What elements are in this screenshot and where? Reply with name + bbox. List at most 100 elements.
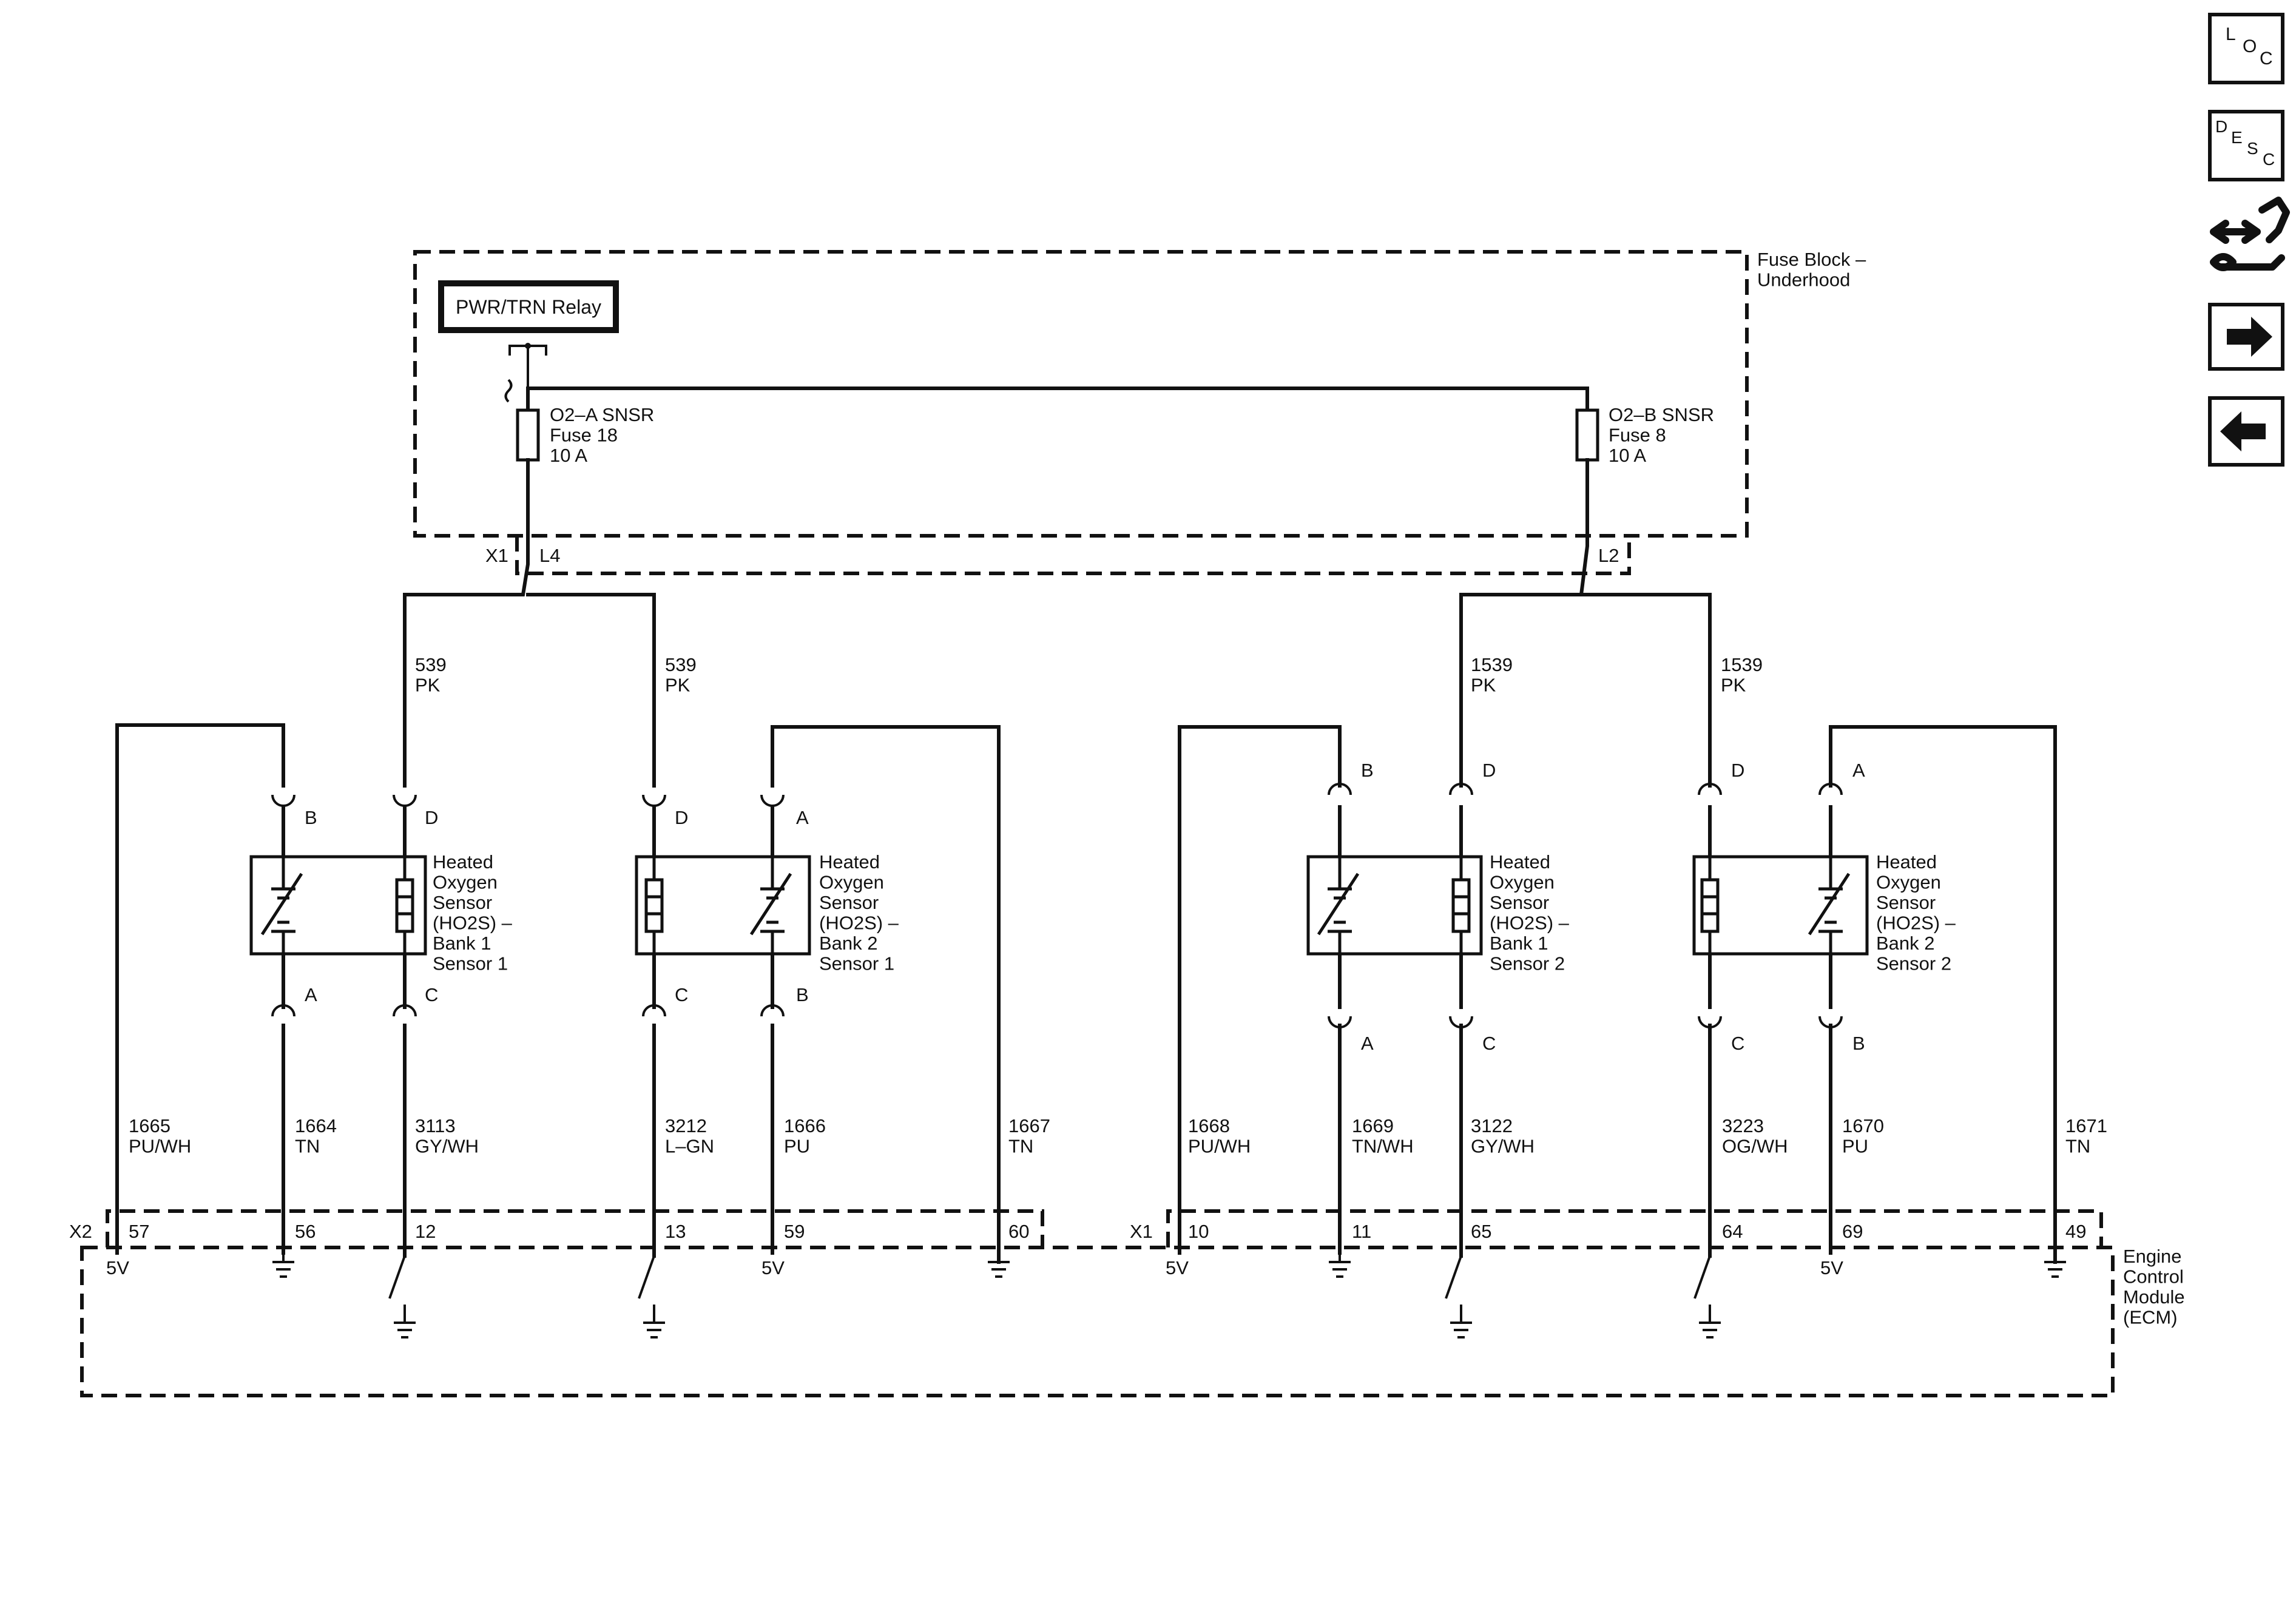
connector-b2s2-a [1818, 783, 1843, 795]
desc-button[interactable]: DESC [2208, 110, 2284, 181]
next-button[interactable] [2208, 303, 2284, 371]
connector-x1-ecm-strip [1166, 1209, 2103, 1247]
connector-b1s1-a [271, 1004, 295, 1017]
desc-text: DESC [2215, 117, 2275, 169]
connector-b2s2-d [1698, 783, 1722, 795]
wire-1539-right [1579, 593, 1712, 788]
connector-b2s2-c [1698, 1016, 1722, 1028]
ho2s-bank1-sensor2 [1306, 855, 1483, 956]
connector-b1s1-c [393, 1004, 417, 1017]
pin-b2s1-c: C [675, 984, 688, 1005]
ecm-pin-49: 49 [2065, 1221, 2086, 1242]
loc-text: LOC [2226, 24, 2273, 69]
voltage-10: 5V [1166, 1257, 1189, 1278]
voltage-57: 5V [106, 1257, 129, 1278]
heater-element-icon [644, 878, 664, 933]
connector-x2-ecm-label: X2 [69, 1221, 92, 1242]
connector-b1s2-c [1449, 1016, 1473, 1028]
ecm-pin-60: 60 [1008, 1221, 1029, 1242]
pin-b2s2-a: A [1852, 760, 1865, 781]
connector-b1s2-a [1328, 1016, 1352, 1028]
sensor-cell-icon [749, 857, 792, 954]
heater-element-icon [1700, 878, 1720, 933]
service-button[interactable] [2210, 197, 2290, 271]
pin-b1s1-a: A [305, 984, 317, 1005]
connector-l2-label: L2 [1598, 545, 1619, 566]
relay-junction [525, 343, 531, 349]
tools-icon [2210, 197, 2290, 271]
connector-b2s1-c [642, 1004, 666, 1017]
ecm-pin-11: 11 [1352, 1221, 1371, 1242]
relay-contact [508, 345, 547, 388]
ho2s-bank1-sensor1 [249, 855, 427, 956]
connector-b1s2-d [1449, 783, 1473, 795]
ecm-pin-13: 13 [665, 1221, 686, 1242]
connector-b2s1-b [760, 1004, 785, 1017]
ecm-pin-56: 56 [295, 1221, 316, 1242]
pin-b1s2-a: A [1361, 1033, 1374, 1054]
connector-x2-strip [106, 1209, 1044, 1247]
pwr-trn-relay: PWR/TRN Relay [438, 280, 619, 333]
switch-pin-12 [388, 1255, 416, 1338]
pin-b2s1-a: A [796, 807, 809, 828]
connector-b2s1-a [760, 794, 785, 807]
pin-b1s1-b: B [305, 807, 317, 828]
voltage-69: 5V [1820, 1257, 1843, 1278]
relay-label: PWR/TRN Relay [456, 296, 601, 318]
heater-element-icon [1451, 878, 1471, 933]
pin-b2s2-b: B [1852, 1033, 1865, 1054]
pin-b2s1-d: D [675, 807, 688, 828]
wire-1665 [115, 723, 285, 1255]
connector-x1-l4-strip [515, 536, 1631, 575]
ecm-pin-12: 12 [415, 1221, 436, 1242]
pin-b1s1-d: D [425, 807, 438, 828]
ground-pin-11 [1329, 1253, 1351, 1278]
wire-1667 [771, 725, 1001, 1264]
prev-button[interactable] [2208, 396, 2284, 467]
connector-x1-ecm-label: X1 [1130, 1221, 1153, 1242]
arrow-left-icon [2220, 411, 2266, 451]
wire-539-right [526, 593, 656, 788]
pin-b1s2-b: B [1361, 760, 1374, 781]
switch-pin-64 [1693, 1255, 1721, 1338]
pin-b1s2-d: D [1482, 760, 1496, 781]
bus-wire [526, 387, 1589, 412]
pin-b1s1-c: C [425, 984, 438, 1005]
switch-pin-65 [1445, 1255, 1472, 1338]
fuse-block-boundary [413, 250, 1749, 538]
ecm-pin-69: 69 [1842, 1221, 1863, 1242]
ecm-pin-10: 10 [1188, 1221, 1209, 1242]
connector-b1s1-b [271, 794, 295, 807]
sensor-cell-icon [1808, 857, 1851, 954]
loc-button[interactable]: LOC [2208, 13, 2284, 84]
ho2s-bank2-sensor2 [1692, 855, 1869, 956]
pin-b2s1-b: B [796, 984, 809, 1005]
sensor-cell-icon [260, 857, 303, 954]
wire-1539-left [1459, 458, 1589, 788]
voltage-59: 5V [761, 1257, 785, 1278]
sensor-cell-icon [1317, 857, 1360, 954]
wire-1671 [1829, 725, 2057, 1264]
ground-pin-60 [988, 1261, 1010, 1278]
